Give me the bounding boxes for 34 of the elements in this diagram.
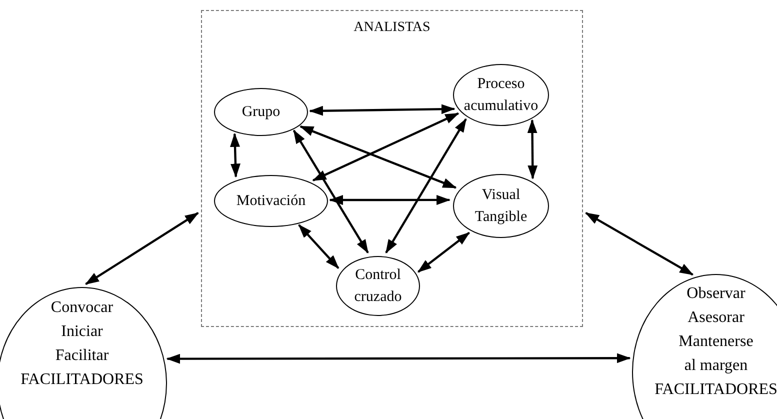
ellipse-node xyxy=(453,174,549,238)
double-arrow xyxy=(417,232,470,273)
node-label: Motivación xyxy=(236,192,306,211)
double-arrow xyxy=(385,118,467,254)
double-arrow xyxy=(585,212,694,276)
node-label: Iniciar xyxy=(61,322,103,342)
double-arrow xyxy=(292,130,369,254)
double-arrow xyxy=(298,224,340,269)
double-arrow xyxy=(312,112,460,182)
dashed-group-box xyxy=(201,10,583,327)
ellipse-node xyxy=(336,256,420,316)
double-arrow xyxy=(300,125,457,189)
double-arrow xyxy=(230,132,240,178)
node-label: Mantenerse xyxy=(678,332,754,352)
double-arrow xyxy=(166,353,631,364)
node-label: FACILITADORES xyxy=(654,380,777,400)
double-arrow xyxy=(527,119,538,180)
node-label: Grupo xyxy=(242,103,280,122)
node-label: Observar xyxy=(686,284,746,304)
node-label: Visual Tangible xyxy=(474,186,528,227)
node-label: al margen xyxy=(684,356,748,376)
double-arrow xyxy=(309,104,456,116)
ellipse-node xyxy=(214,175,328,227)
node-label: Facilitar xyxy=(55,346,109,366)
double-arrow xyxy=(329,194,451,205)
ellipse-node xyxy=(214,88,308,136)
ellipse-node xyxy=(453,64,549,126)
double-arrow xyxy=(85,212,199,286)
node-label: Asesorar xyxy=(688,308,744,328)
node-label: Control cruzado xyxy=(353,266,403,307)
node-label: Proceso acumulativo xyxy=(463,75,539,116)
node-label: FACILITADORES xyxy=(20,370,144,390)
group-title: ANALISTAS xyxy=(354,19,430,37)
node-label: Convocar xyxy=(50,298,114,318)
